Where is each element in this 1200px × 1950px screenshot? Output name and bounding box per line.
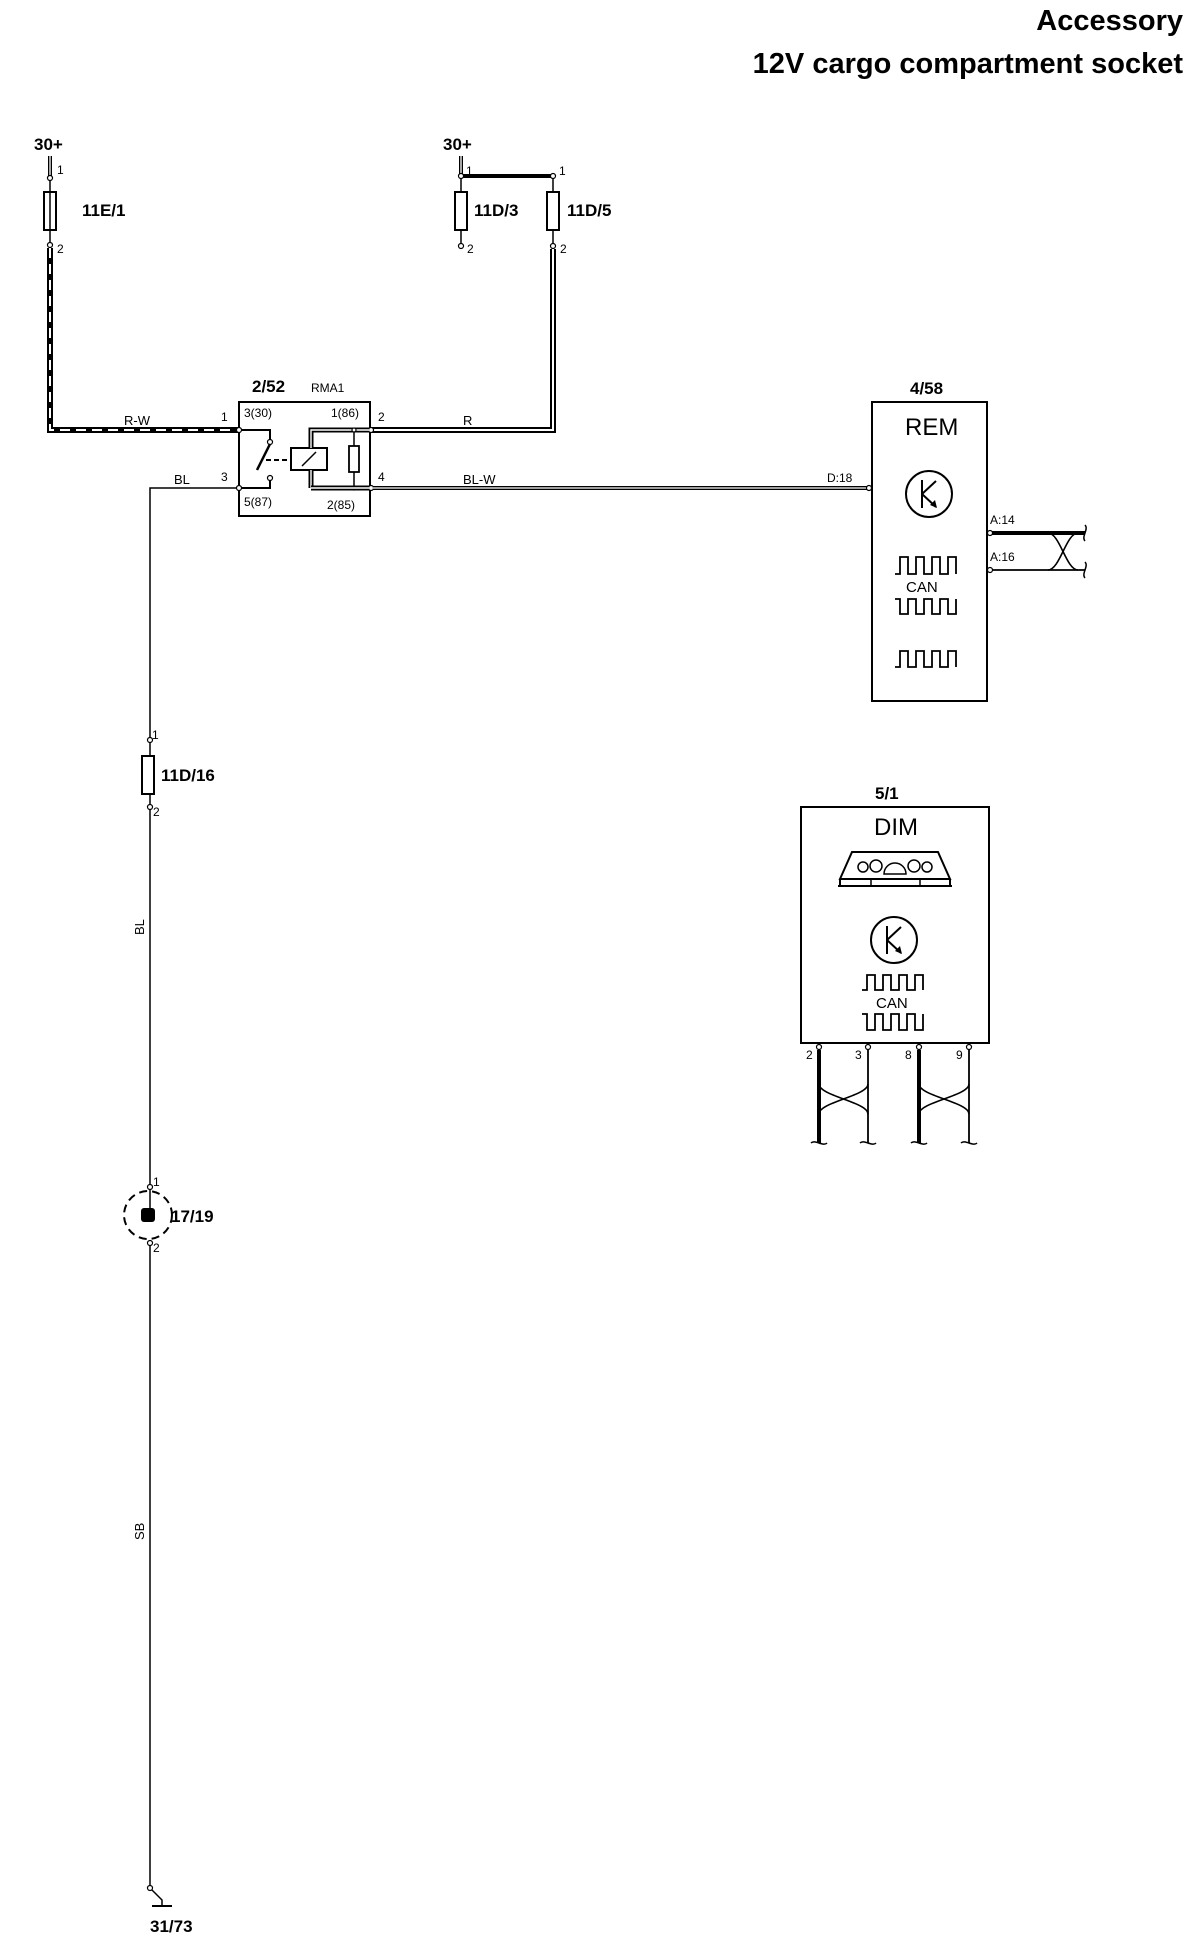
can-twisted-pair-dim-b bbox=[910, 1050, 978, 1145]
fuse-11E-1-label: 11E/1 bbox=[82, 201, 126, 220]
fuse-11E-1-pin2: 2 bbox=[57, 242, 64, 256]
relay-pin-85: 2(85) bbox=[327, 498, 355, 512]
wire-r-w: R-W bbox=[47, 248, 238, 433]
wire-label-bl-top: BL bbox=[174, 472, 190, 487]
dim-module-5-1: 5/1 DIM CAN bbox=[800, 784, 990, 1145]
dim-pin-9: 9 bbox=[956, 1048, 963, 1062]
wire-sb: SB bbox=[132, 1246, 151, 1885]
dim-pin-8: 8 bbox=[905, 1048, 912, 1062]
fuse-11D-5: 1 2 11D/5 bbox=[546, 164, 611, 256]
supply-label-middle: 30+ bbox=[443, 135, 472, 154]
transistor-icon bbox=[905, 470, 953, 518]
rem-can-label: CAN bbox=[906, 579, 938, 596]
diagram-subtitle: 12V cargo compartment socket bbox=[753, 48, 1184, 80]
rem-pin-a14: A:14 bbox=[990, 513, 1015, 527]
rem-pin-a16: A:16 bbox=[990, 550, 1015, 564]
can-bus-icon: CAN bbox=[862, 974, 924, 1031]
fuse-11D-16-pin1: 1 bbox=[152, 728, 159, 742]
relay-ext-pin-3: 3 bbox=[221, 470, 228, 484]
ground-label: 31/73 bbox=[150, 1917, 193, 1936]
relay-ext-pin-2: 2 bbox=[378, 410, 385, 424]
fuse-11E-1-pin1: 1 bbox=[57, 163, 64, 177]
dim-can-label: CAN bbox=[876, 995, 908, 1012]
dim-pin-2: 2 bbox=[806, 1048, 813, 1062]
rem-module-4-58: 4/58 REM D:18 CAN A:14 A:16 bbox=[827, 379, 1087, 702]
ground-31-73: 31/73 bbox=[146, 1884, 193, 1936]
supply-30-middle: 30+ bbox=[443, 135, 553, 178]
socket-pin2: 2 bbox=[153, 1241, 160, 1255]
fuse-11D-3-pin1: 1 bbox=[466, 164, 473, 178]
wire-label-sb: SB bbox=[132, 1523, 147, 1540]
can-bus-icon: CAN bbox=[895, 556, 957, 615]
signal-pulse-icon bbox=[895, 650, 957, 668]
fuse-11D-5-pin1: 1 bbox=[559, 164, 566, 178]
fuse-11D-3-label: 11D/3 bbox=[474, 201, 518, 220]
fuse-11D-5-pin2: 2 bbox=[560, 242, 567, 256]
transistor-icon bbox=[870, 916, 918, 964]
relay-name: RMA1 bbox=[311, 381, 345, 395]
cargo-socket-17-19: 1 2 17/19 bbox=[123, 1175, 214, 1255]
wire-label-r: R bbox=[463, 413, 472, 428]
wire-bl-vertical: BL bbox=[132, 810, 151, 1184]
fuse-11D-16: 1 2 11D/16 bbox=[141, 728, 215, 819]
supply-30-left: 30+ bbox=[34, 135, 63, 176]
fuse-11D-16-pin2: 2 bbox=[153, 805, 160, 819]
wire-label-bl-vertical: BL bbox=[132, 919, 147, 935]
wire-bl: BL bbox=[149, 472, 237, 737]
wire-r: R bbox=[372, 249, 556, 433]
relay-id: 2/52 bbox=[252, 377, 285, 396]
relay-2-52: 2/52 RMA1 1 2 3 4 3(30) 1(86) 5(87) 2(85… bbox=[221, 377, 385, 517]
dim-name: DIM bbox=[874, 814, 918, 841]
relay-pin-87: 5(87) bbox=[244, 495, 272, 509]
diagram-title: Accessory bbox=[1036, 5, 1183, 37]
fuse-11D-5-label: 11D/5 bbox=[567, 201, 611, 220]
rem-id: 4/58 bbox=[910, 379, 943, 398]
supply-label-left: 30+ bbox=[34, 135, 63, 154]
wire-bl-w: BL-W bbox=[373, 472, 869, 490]
socket-label: 17/19 bbox=[171, 1207, 214, 1226]
can-twisted-pair-rem bbox=[992, 524, 1087, 579]
can-twisted-pair-dim-a bbox=[810, 1050, 877, 1145]
instrument-cluster-icon bbox=[838, 851, 952, 887]
dim-pin-3: 3 bbox=[855, 1048, 862, 1062]
socket-pin1: 1 bbox=[153, 1175, 160, 1189]
relay-pin-86: 1(86) bbox=[331, 406, 359, 420]
relay-ext-pin-1: 1 bbox=[221, 410, 228, 424]
relay-pin-30: 3(30) bbox=[244, 406, 272, 420]
wire-label-r-w: R-W bbox=[124, 413, 151, 428]
rem-name: REM bbox=[905, 414, 958, 441]
fuse-11D-16-label: 11D/16 bbox=[161, 766, 215, 785]
fuse-11E-1: 1 2 11E/1 bbox=[43, 163, 126, 256]
fuse-11D-3: 1 2 11D/3 bbox=[454, 164, 518, 256]
dim-id: 5/1 bbox=[875, 784, 899, 803]
wire-label-bl-w: BL-W bbox=[463, 472, 496, 487]
rem-pin-d18: D:18 bbox=[827, 471, 853, 485]
relay-ext-pin-4: 4 bbox=[378, 470, 385, 484]
fuse-11D-3-pin2: 2 bbox=[467, 242, 474, 256]
